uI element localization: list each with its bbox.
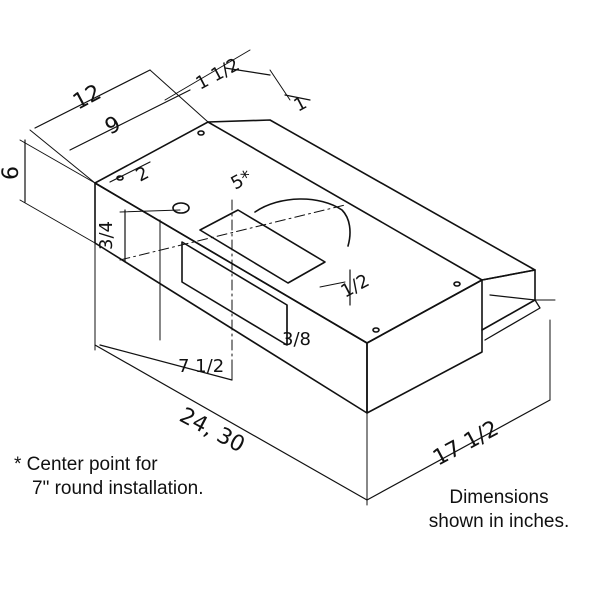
- dim-round-center: 5*: [227, 166, 255, 194]
- units-note: Dimensions shown in inches.: [414, 486, 584, 534]
- top-rect-cutout: [199, 209, 326, 284]
- dim-top-rect-offset: 1/2: [337, 270, 372, 302]
- dim-front-rect-bottom: 3/8: [282, 329, 311, 350]
- back-riser-front: [481, 269, 536, 331]
- mount-hole: [172, 202, 190, 214]
- round-cutout: [254, 198, 351, 247]
- units-note-line-1: Dimensions: [449, 487, 549, 508]
- dim-back-offset: 1 1/2: [192, 54, 243, 94]
- footnote-line-1: * Center point for: [14, 454, 158, 475]
- footnote-line-2: 7" round installation.: [32, 478, 204, 499]
- dim-depth-12: 12: [69, 80, 105, 115]
- dim-height-6: 6: [0, 166, 24, 180]
- dim-front-offset: 7 1/2: [178, 356, 224, 377]
- dim-back-step: 1: [290, 92, 310, 116]
- footnote: * Center point for 7" round installation…: [14, 453, 204, 501]
- hood-side-face: [94, 182, 368, 414]
- dim-side-offset: 2: [132, 162, 152, 186]
- dim-depth-9: 9: [101, 112, 125, 141]
- dim-front-rect-height: 3/4: [96, 221, 117, 250]
- units-note-line-2: shown in inches.: [428, 511, 570, 532]
- hood-front-face: [366, 279, 483, 414]
- hood-top-face: [94, 121, 483, 344]
- dim-projection: 17 1/2: [429, 416, 503, 471]
- back-riser: [207, 119, 536, 281]
